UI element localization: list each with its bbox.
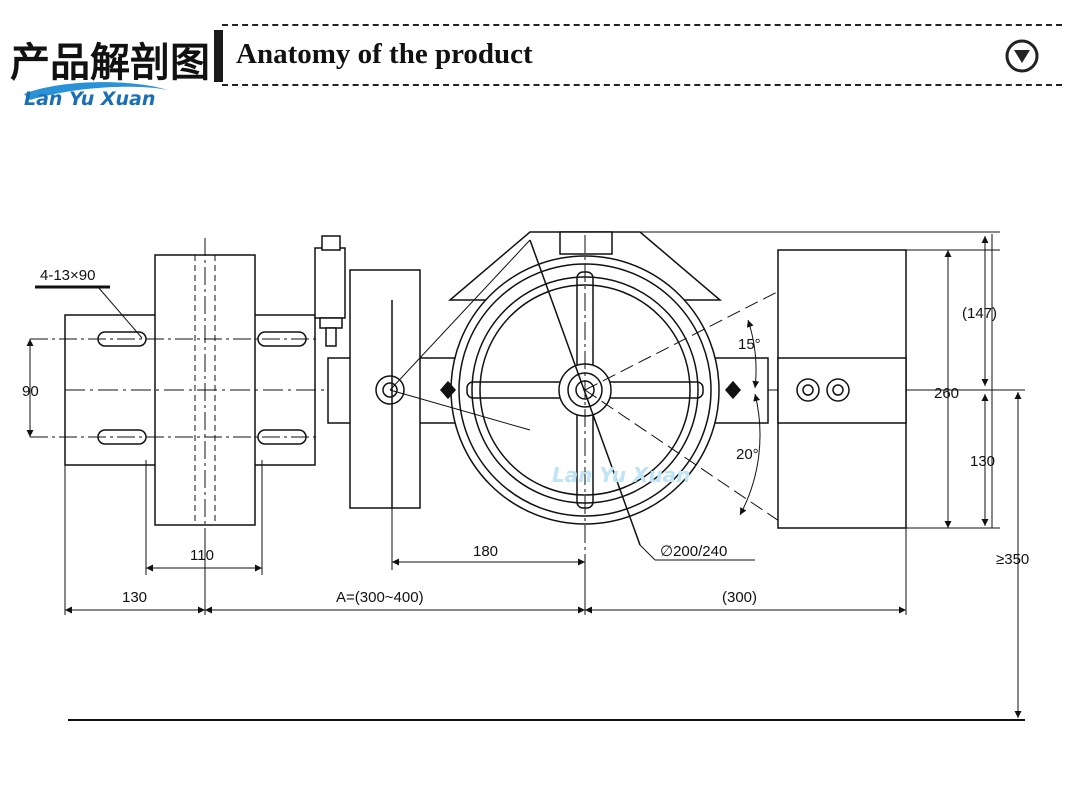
page-title-english: Anatomy of the product: [236, 38, 533, 70]
header-dashed-line-bottom: [222, 84, 1062, 86]
counterweight: [777, 249, 907, 529]
dim-weight-bottom: 130: [970, 453, 995, 470]
dim-diameter: ∅200/240: [660, 543, 727, 560]
page-title-chinese: 产品解剖图: [10, 40, 210, 86]
dim-base-length: 130: [122, 589, 147, 606]
dim-slot-width: 110: [190, 547, 214, 564]
dim-hole-spec: 4-13×90: [40, 267, 95, 284]
dim-weight-total: 260: [934, 385, 959, 402]
dim-hole-spacing: 90: [22, 383, 39, 400]
dim-pulley-offset: 180: [473, 543, 498, 560]
pulley-wheel: [389, 231, 786, 560]
title-separator-bar: [214, 30, 223, 82]
dim-angle-lower: 20°: [736, 446, 759, 463]
dim-angle-upper: 15°: [738, 336, 761, 353]
dim-weight-length: (300): [722, 589, 757, 606]
chevron-down-circle-icon[interactable]: [1004, 38, 1040, 74]
watermark-text: Lan Yu Xuan: [552, 463, 690, 487]
header-dashed-line-top: [222, 24, 1062, 26]
dim-min-height: ≥350: [996, 551, 1029, 568]
header: 产品解剖图 Anatomy of the product Lan Yu Xuan: [0, 0, 1066, 120]
dimension-lines: [26, 231, 1025, 721]
brand-swoosh-icon: [24, 82, 168, 100]
dim-center-distance: A=(300~400): [336, 589, 424, 606]
dim-weight-top: (147): [962, 305, 997, 322]
brand-logo-text: Lan Yu Xuan: [24, 88, 156, 110]
limit-switch: [314, 235, 346, 347]
